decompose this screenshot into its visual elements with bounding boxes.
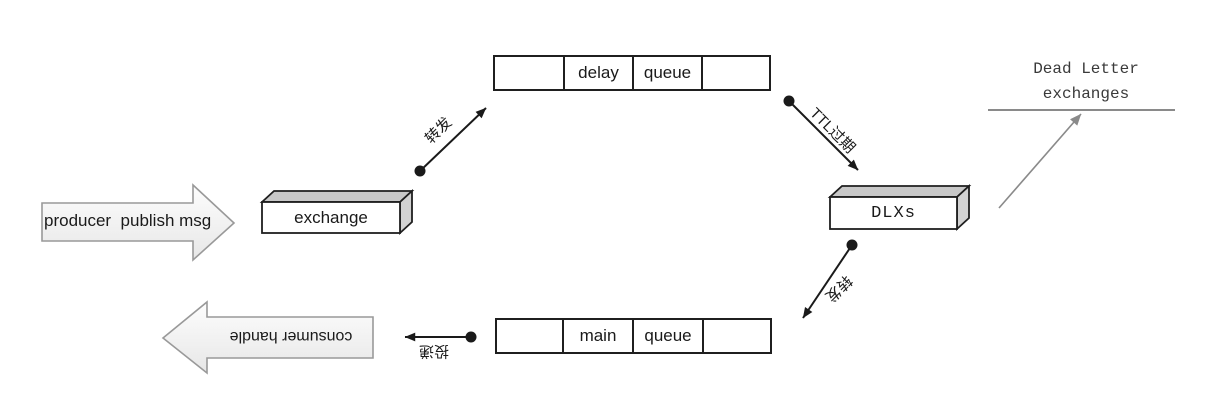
delay-queue-cell-0 [495, 57, 563, 89]
consumer-arrow-label: consumer handle [229, 328, 353, 345]
origin-dot-icon [414, 165, 426, 177]
edge-deliver-to-consumer-label: 投递 [418, 342, 450, 360]
edge-forward-to-main-label: 转发 [821, 271, 855, 305]
edge-forward-to-delay-arrow [414, 107, 487, 177]
delay-queue-box: delay queue [493, 55, 771, 91]
delay-queue-cell-1: delay [563, 57, 632, 89]
delay-queue-cell-3 [701, 57, 769, 89]
exchange-label: exchange [294, 207, 368, 227]
main-queue-cell-0 [497, 320, 562, 352]
origin-dot-icon [465, 331, 477, 343]
edge-forward-to-delay-label: 转发 [422, 114, 456, 148]
main-queue-cell-2: queue [632, 320, 702, 352]
dead-letter-arrow [998, 113, 1082, 209]
origin-dot-icon [846, 239, 858, 251]
main-queue-cell-3 [702, 320, 770, 352]
dead-letter-note: Dead Letter exchanges [1000, 57, 1172, 107]
dead-letter-note-line1: Dead Letter [1033, 60, 1139, 78]
edge-ttl-expire-label: TTL过期 [806, 104, 859, 157]
dlx-label: DLXs [871, 203, 916, 223]
dead-letter-note-line2: exchanges [1042, 84, 1130, 103]
main-queue-cell-1: main [562, 320, 632, 352]
delay-queue-cell-2: queue [632, 57, 701, 89]
origin-dot-icon [783, 95, 795, 107]
producer-arrow-label: producer publish msg [44, 211, 212, 230]
main-queue-box: main queue [495, 318, 772, 354]
dead-letter-underline [988, 109, 1175, 111]
